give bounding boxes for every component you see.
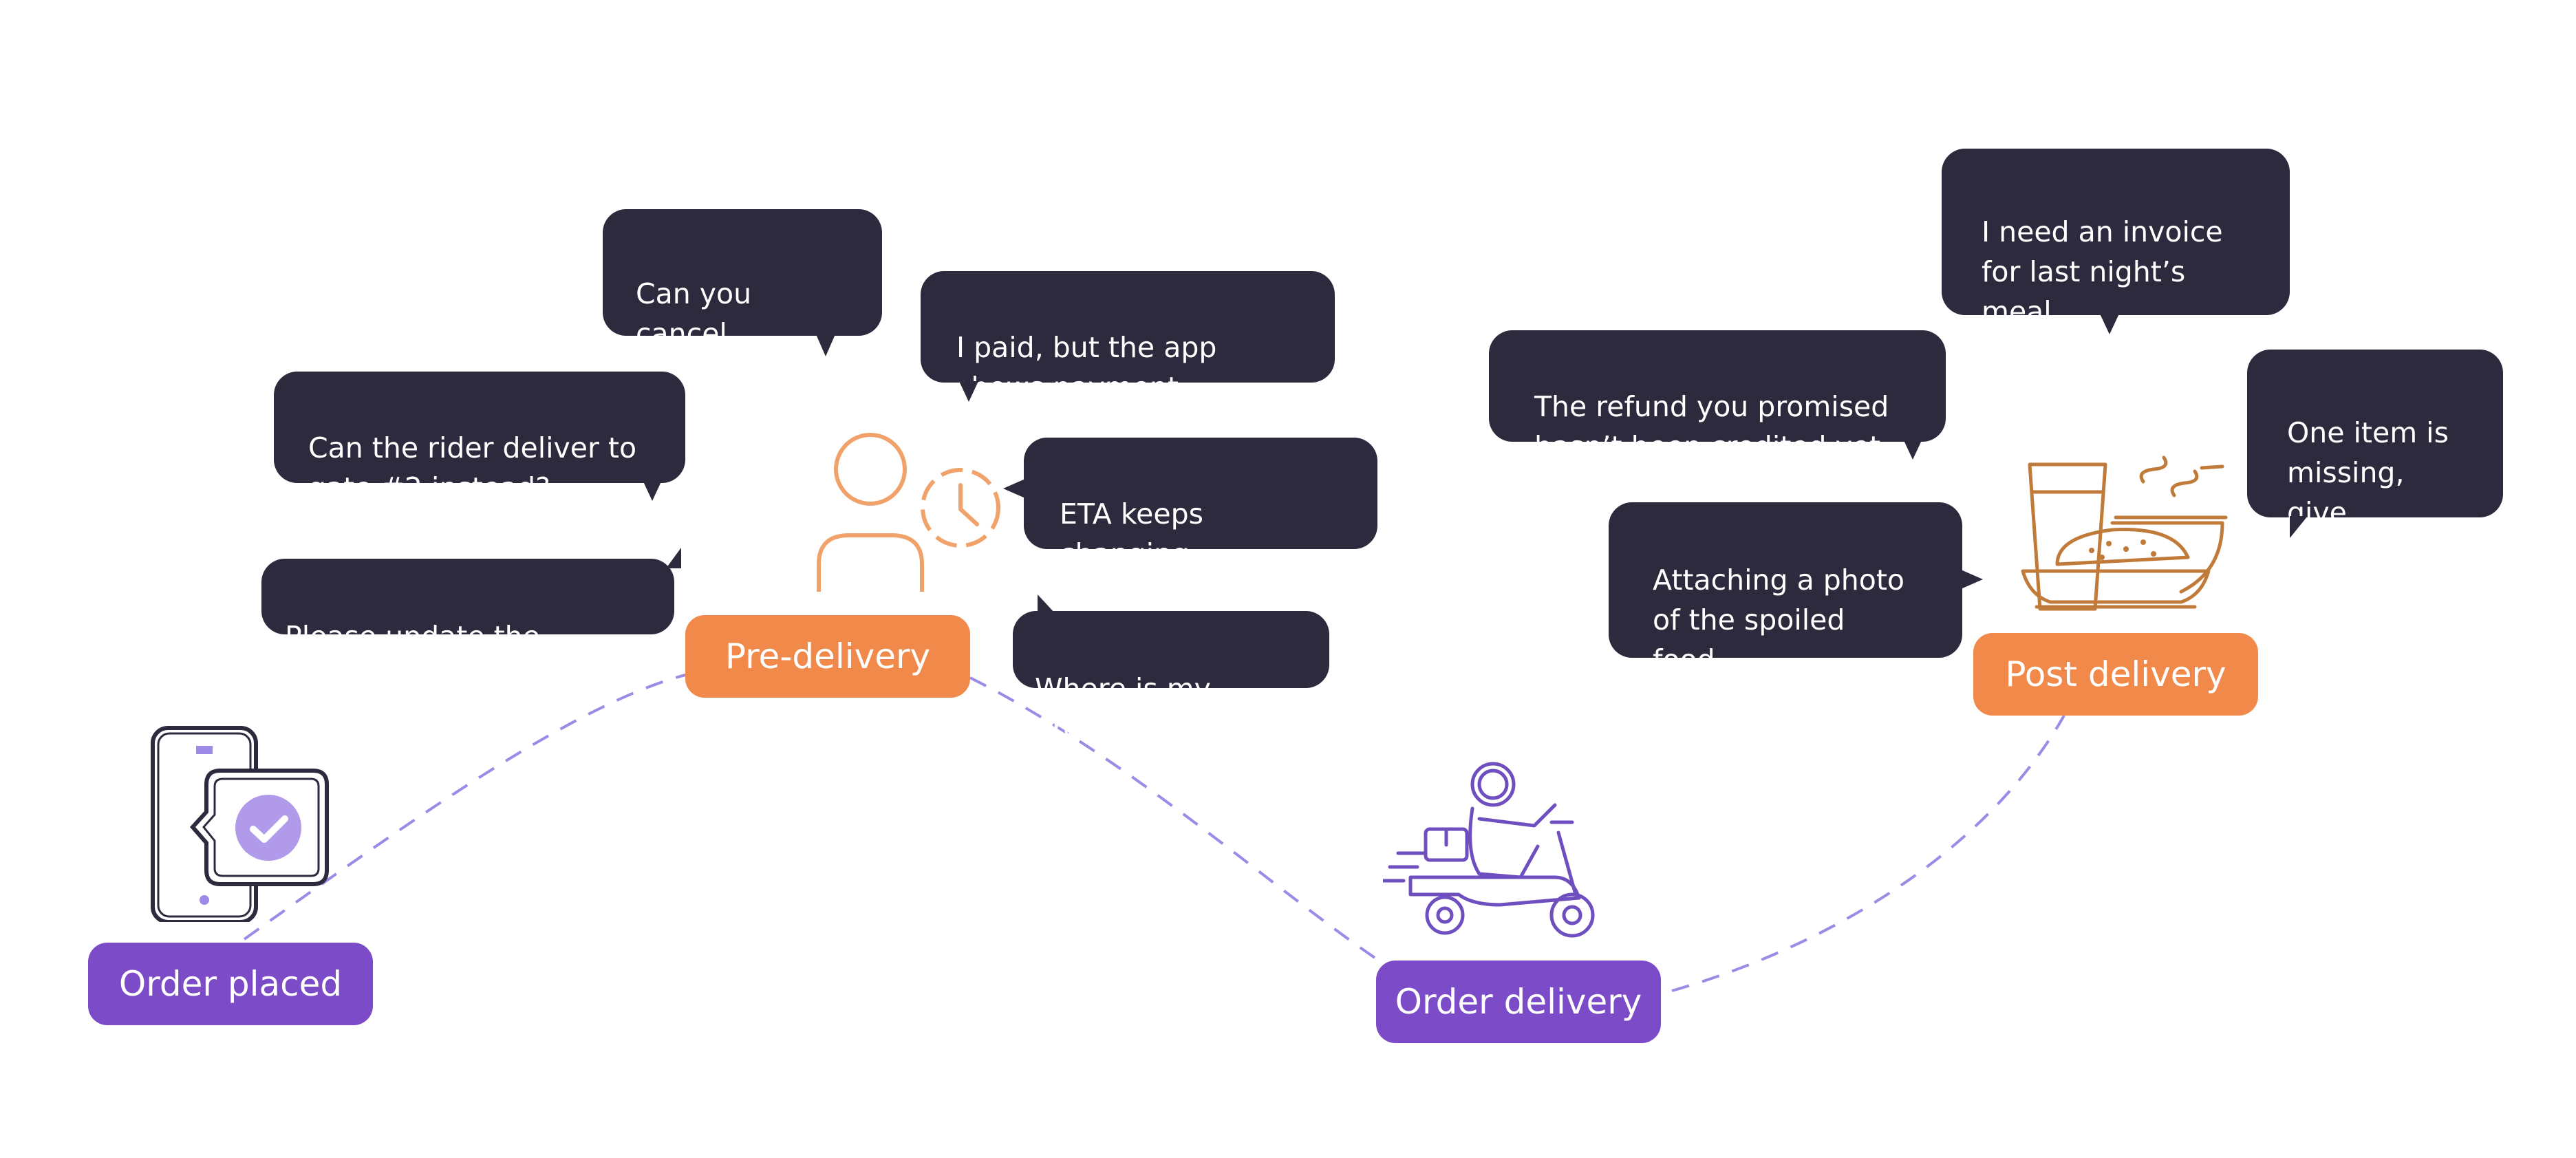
bubble-text: One item is missing, give refund. (2287, 416, 2449, 569)
bubble-tail (2100, 314, 2119, 334)
stage-label: Post delivery (2005, 654, 2226, 694)
bubble-payment-pending: I paid, but the app shows payment pendin… (921, 271, 1335, 444)
bubble-rider-gate: Can the rider deliver to gate #2 instead… (274, 372, 685, 504)
bubble-text: I need an invoice for last night’s meal … (1982, 215, 2246, 368)
bubble-tail (1038, 594, 1055, 614)
bubble-text: The refund you promised hasn’t been cred… (1534, 390, 1890, 463)
bubble-tail (816, 334, 835, 356)
bubble-tail (1961, 570, 1983, 589)
stage-post-delivery: Post delivery (1973, 633, 2258, 716)
stage-label: Order delivery (1395, 982, 1642, 1022)
bubble-eta-changing: ETA keeps changing, where is my food? (1003, 438, 1377, 610)
bubble-where-order: Where is my order? (1013, 594, 1329, 745)
bubble-tail (2290, 516, 2308, 538)
bubble-item-missing: One item is missing, give refund. (2247, 350, 2503, 569)
phone-checkmark-icon (151, 726, 329, 922)
bubble-tail (666, 548, 681, 568)
bubble-update-address: Please update the address (261, 548, 681, 693)
bubble-text: Please update the address (285, 620, 540, 693)
bubble-text: Attaching a photo of the spoiled food. P… (1653, 564, 1904, 716)
bubble-text: Can the rider deliver to gate #2 instead… (308, 431, 637, 504)
delivery-rider-scooter-icon (1383, 762, 1595, 938)
bubble-tail (1903, 439, 1922, 460)
bubble-spoiled-food: Attaching a photo of the spoiled food. P… (1609, 502, 1983, 716)
bubble-text: I paid, but the app shows payment pendin… (956, 331, 1217, 444)
bubble-text: ETA keeps changing, where is my food? (1060, 497, 1318, 610)
stage-order-delivery: Order delivery (1376, 961, 1661, 1043)
bubble-text: Where is my order? (1035, 672, 1211, 745)
bubble-tail (643, 480, 662, 501)
bubble-tail (1003, 479, 1025, 498)
stage-order-placed: Order placed (88, 943, 373, 1025)
stage-label: Pre-delivery (724, 636, 931, 676)
stage-label: Order placed (118, 964, 343, 1004)
stage-pre-delivery: Pre-delivery (685, 615, 970, 698)
bubble-cancel-order: Can you cancel the order? (603, 209, 882, 390)
bubble-invoice: I need an invoice for last night’s meal … (1942, 149, 2290, 368)
bubble-tail (959, 381, 978, 402)
food-and-drink-icon (2021, 455, 2228, 611)
person-clock-icon (817, 433, 1000, 592)
bubble-refund-not-credited: The refund you promised hasn’t been cred… (1489, 330, 1946, 463)
